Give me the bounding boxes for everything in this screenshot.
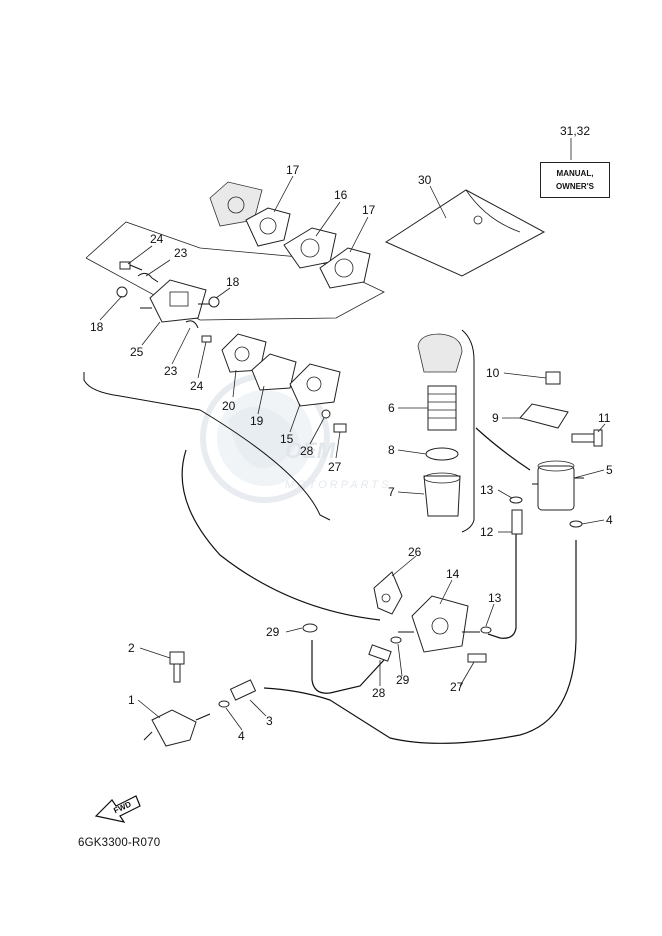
part-gasket-top-left	[209, 181, 263, 227]
part-25-fuel-pump-body	[140, 279, 212, 323]
watermark: OEM MOTORPARTS	[200, 373, 391, 503]
callout-11: 11	[598, 411, 611, 425]
callout-3: 3	[266, 714, 273, 728]
callout-15: 15	[280, 432, 294, 446]
part-14-fuel-pump	[398, 595, 480, 653]
callout-12: 12	[480, 525, 494, 539]
part-3-hose-end	[229, 679, 257, 701]
callout-24-bottom: 24	[190, 379, 204, 393]
part-2-bolt	[169, 651, 185, 683]
callout-14: 14	[446, 567, 460, 581]
callout-22: 28	[300, 444, 314, 458]
callout-23-top: 23	[174, 246, 188, 260]
part-16-diaphragm	[283, 227, 337, 269]
callout-9: 9	[492, 411, 499, 425]
part-7-filter-cup	[423, 472, 461, 517]
part-17-gasket	[245, 207, 291, 247]
part-17-gasket-right	[319, 247, 371, 289]
part-21-screw	[333, 423, 347, 433]
callout-7: 7	[388, 485, 395, 499]
part-4-clip-right	[569, 520, 583, 528]
part-4-clip-left	[218, 700, 230, 708]
part-30-owners-bag	[384, 189, 546, 277]
fwd-arrow-icon: FWD	[94, 795, 141, 823]
callout-8: 8	[388, 443, 395, 457]
part-15-pump-housing	[289, 363, 341, 407]
callout-17-right: 17	[362, 203, 376, 217]
callout-25: 25	[130, 345, 144, 359]
callout-4-right: 4	[606, 513, 613, 527]
callout-28: 28	[372, 686, 386, 700]
part-28-hose-section	[368, 644, 392, 662]
callout-16: 16	[334, 188, 348, 202]
callout-31-32: 31,32	[560, 124, 590, 138]
part-13-clip-upper	[509, 496, 523, 504]
callout-30: 30	[418, 173, 432, 187]
part-24-screw-top	[119, 261, 143, 271]
part-5-fuel-filter	[532, 460, 584, 511]
part-10-nut	[545, 371, 561, 385]
callout-6: 6	[388, 401, 395, 415]
part-filter-top-cap	[417, 333, 463, 373]
callout-20: 20	[222, 399, 236, 413]
callout-1: 1	[128, 693, 135, 707]
part-11-bolt	[571, 429, 603, 447]
part-29-clip-upper	[302, 623, 318, 633]
callout-29-lower: 29	[396, 673, 410, 687]
callout-5: 5	[606, 463, 613, 477]
callout-4-left: 4	[238, 729, 245, 743]
callout-labels: 17 16 17 30 31,32 24 23 18 18 25 23 24 2…	[90, 124, 613, 743]
part-12-hose	[511, 509, 523, 535]
callout-21: 27	[328, 460, 342, 474]
part-18-nut-left	[116, 286, 128, 298]
part-1-fuel-joint	[143, 709, 211, 747]
part-9-bracket	[519, 403, 569, 429]
owners-manual-label: MANUAL, OWNER'S	[540, 162, 610, 198]
callout-17-top: 17	[286, 163, 300, 177]
part-13-clip-lower	[480, 626, 492, 634]
watermark-subtext: MOTORPARTS	[285, 479, 391, 491]
part-6-filter-element	[427, 385, 457, 431]
part-23-clip-top	[137, 272, 159, 283]
leader-lines	[99, 138, 606, 731]
part-23-clip-bottom	[185, 320, 199, 329]
part-20-pump-cover	[221, 333, 267, 373]
diagram-code: 6GK3300-R070	[78, 837, 161, 849]
part-8-oring	[425, 447, 459, 461]
callout-23-bottom: 23	[164, 364, 178, 378]
part-22-oring	[321, 409, 331, 419]
part-27-screw	[467, 653, 487, 663]
callout-18-left: 18	[90, 320, 104, 334]
callout-13-lower: 13	[488, 591, 502, 605]
part-29-clip-lower	[390, 636, 402, 644]
callout-27: 27	[450, 680, 464, 694]
callout-29-upper: 29	[266, 625, 280, 639]
fuel-hoses	[181, 427, 577, 744]
callout-18-right: 18	[226, 275, 240, 289]
callout-19: 19	[250, 414, 264, 428]
part-26-gasket	[373, 571, 403, 615]
part-19-gasket	[251, 353, 297, 391]
part-24-screw-bottom	[201, 335, 212, 343]
manual-label-line2: OWNER'S	[556, 182, 594, 191]
callout-26: 26	[408, 545, 422, 559]
manual-label-line1: MANUAL,	[556, 169, 594, 178]
callout-2: 2	[128, 641, 135, 655]
callout-13-upper: 13	[480, 483, 494, 497]
callout-10: 10	[486, 366, 500, 380]
callout-24-top: 24	[150, 232, 164, 246]
watermark-logo-text: OEM	[285, 438, 336, 463]
part-18-nut-right	[208, 296, 220, 308]
